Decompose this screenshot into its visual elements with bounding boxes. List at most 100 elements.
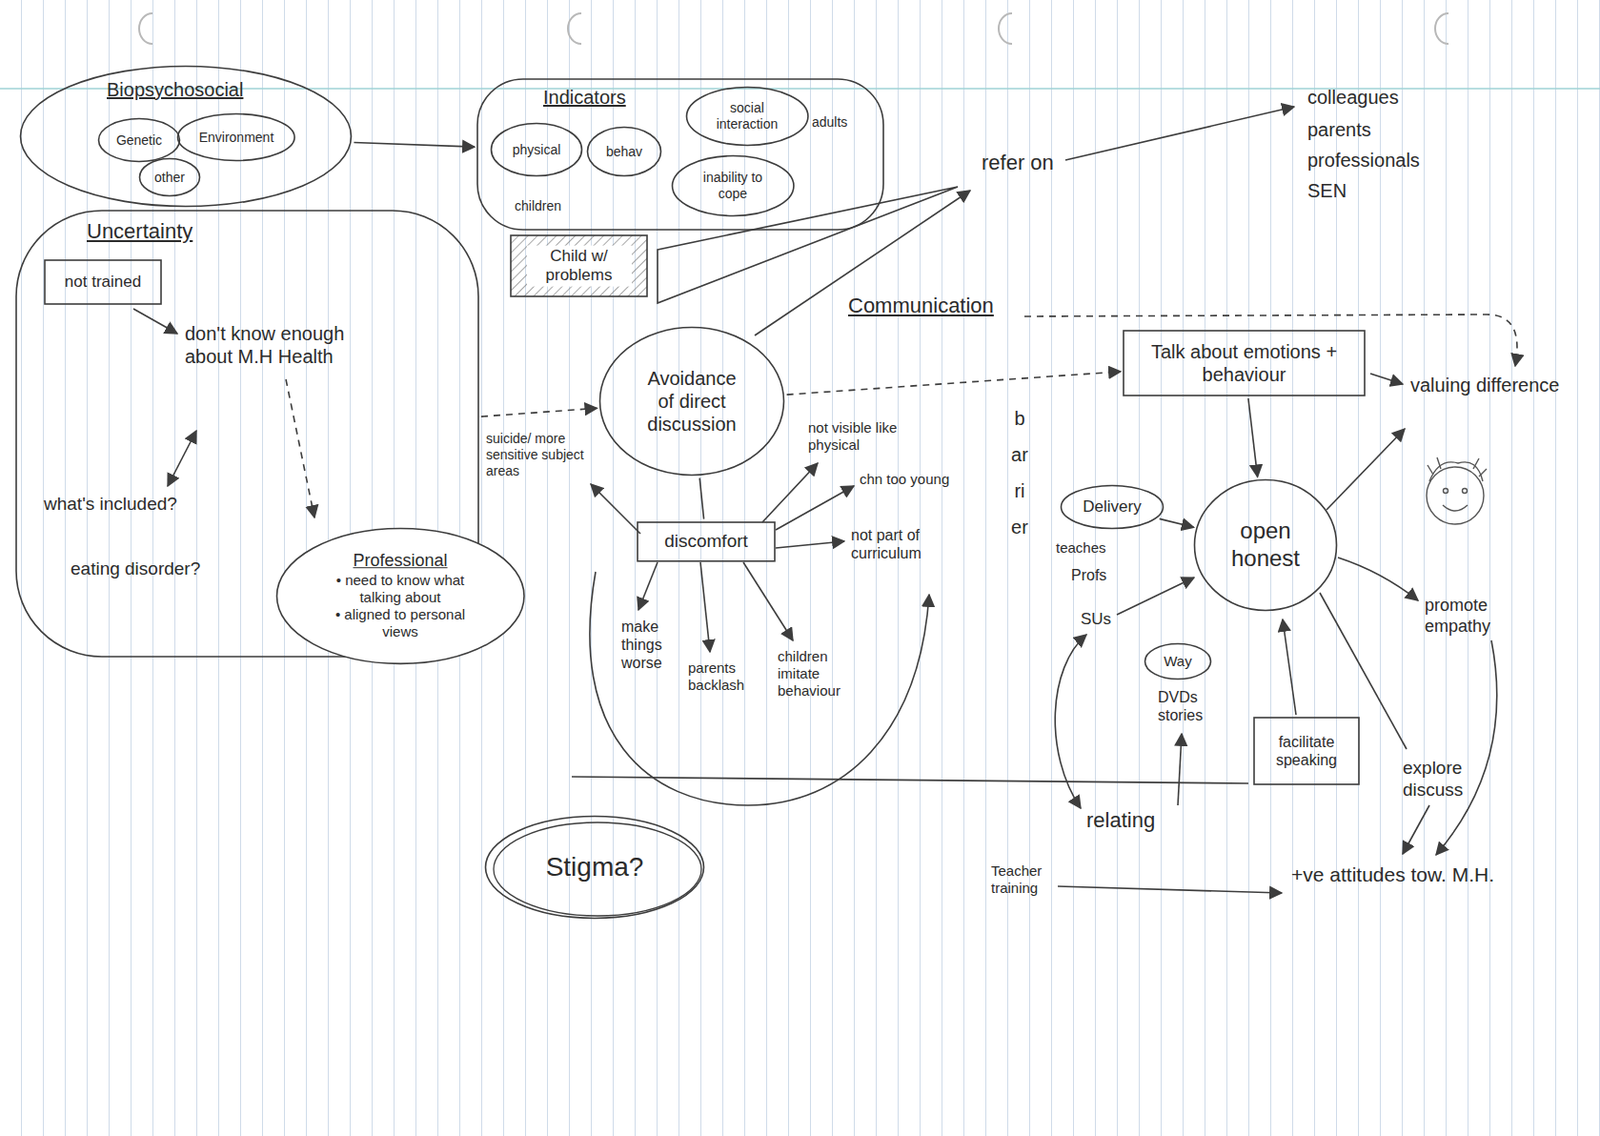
face-sketch (1426, 457, 1487, 525)
node-text-stack: Delivery (1073, 497, 1151, 517)
node-text: Professional (352, 550, 447, 572)
blob-outline (477, 79, 884, 230)
node-text-stack: facilitate speaking (1262, 732, 1351, 770)
oval-node: Stigma? (484, 814, 706, 920)
oval-node: Delivery (1059, 484, 1165, 530)
note-label: explore discuss (1402, 757, 1518, 802)
oval-node: open honest (1193, 478, 1338, 612)
box-outline (1254, 717, 1359, 785)
box-outline (44, 260, 162, 304)
note-label: DVDs stories (1157, 688, 1230, 725)
note-label: Communication (848, 293, 994, 319)
node-text: children (514, 198, 601, 215)
oval-node: BiopsychosocialGenetic Environment other (19, 64, 353, 208)
node-text: discomfort (664, 530, 749, 553)
node-text: behav (606, 143, 643, 161)
node-text: what's included? (43, 493, 216, 516)
note-label: SUs (1080, 609, 1112, 629)
note-label: professionals (1307, 148, 1420, 172)
box-outline (637, 522, 775, 562)
connector (353, 142, 475, 148)
node-text-stack: other (143, 169, 197, 186)
oval-outline (99, 119, 181, 163)
oval-outline (686, 87, 808, 146)
box-node: facilitate speaking (1253, 716, 1360, 786)
note-label: parents backlash (688, 659, 765, 694)
note-label: chn too young (859, 470, 965, 488)
oval-node: physical (489, 121, 584, 178)
note-label: SEN (1307, 179, 1347, 203)
connector (787, 371, 1121, 395)
note-label: Profs (1071, 566, 1107, 585)
oval-node: other (138, 157, 202, 198)
connector (1248, 398, 1258, 477)
oval-outline (493, 822, 702, 916)
node-outline (1122, 329, 1366, 397)
note-label: Teacher training (991, 862, 1077, 897)
oval-outline (1145, 644, 1212, 680)
note-label: teaches (1055, 539, 1107, 557)
oval-node: Way (1143, 642, 1213, 681)
node-text-stack: Stigma? (527, 850, 662, 884)
oval-outline (276, 527, 525, 664)
oval-node: behav (586, 125, 663, 178)
note-label: relating (1086, 808, 1155, 833)
oval-outline (486, 816, 705, 919)
oval-node: social interaction (685, 85, 810, 147)
node-text: physical (512, 141, 562, 159)
oval-node: inability to cope (670, 154, 795, 218)
node-text: Child w/ problems (526, 245, 632, 287)
node-text-stack: Professional• need to know what talking … (317, 550, 485, 641)
oval-outline (178, 114, 296, 162)
oval-node: Professional• need to know what talking … (275, 526, 527, 666)
note-label: not visible like physical (808, 419, 952, 454)
oval-outline (671, 156, 793, 217)
node-text: Genetic (116, 132, 163, 149)
note-label: colleagues (1307, 85, 1399, 109)
node-text: Delivery (1082, 497, 1141, 517)
node-outline (1253, 716, 1360, 786)
node-text-stack: Avoidance of direct discussion (639, 366, 745, 436)
note-label: barrier (1010, 400, 1030, 546)
node-text-stack: Genetic (103, 132, 176, 149)
note-label: make things worse (621, 617, 689, 673)
oval-node: Avoidance of direct discussion (598, 325, 786, 477)
node-text: Environment (199, 129, 275, 146)
node-text: Biopsychosocial (106, 78, 288, 102)
node-text: not trained (64, 272, 142, 292)
node-text-stack: inability to cope (693, 169, 772, 203)
node-text: social interaction (708, 100, 787, 133)
box-node: Talk about emotions + behaviour (1122, 329, 1366, 397)
oval-node: Genetic (97, 117, 182, 163)
note-label: not part of curriculum (850, 526, 966, 563)
node-text-stack: Talk about emotions + behaviour (1132, 340, 1357, 386)
node-text: Uncertainty (86, 219, 230, 244)
node-text: Avoidance of direct discussion (639, 366, 745, 436)
note-label: +ve attitudes tow. M.H. (1291, 862, 1501, 887)
oval-outline (20, 66, 352, 207)
note-label: parents (1307, 118, 1372, 142)
node-text-stack: social interaction (708, 100, 787, 133)
node-text: • need to know what talking about (317, 571, 485, 607)
oval-node: Environment (176, 112, 297, 163)
note-label: suicide/ more sensitive subject areas (486, 430, 587, 479)
node-text-stack: Way (1156, 652, 1200, 670)
node-text: eating disorder? (70, 558, 252, 581)
node-text: • aligned to personal views (317, 606, 485, 641)
node-text: Way (1163, 652, 1192, 670)
node-text: don't know enough about M.H Health (184, 322, 366, 368)
oval-outline (140, 159, 201, 197)
node-text-stack: open honest (1222, 517, 1309, 573)
oval-outline (491, 123, 583, 177)
connector (1159, 518, 1195, 527)
node-text-stack: not trained (50, 272, 156, 292)
region-blob: Indicatorschildrenadultsphysicalbehavsoc… (476, 78, 885, 231)
node-text: adults (811, 114, 875, 131)
note-label: refer on (981, 150, 1054, 176)
box-node: discomfort (636, 521, 776, 563)
connector (481, 407, 597, 417)
connector (699, 478, 704, 520)
note-label: valuing difference (1410, 373, 1573, 397)
box-outline (510, 235, 648, 297)
